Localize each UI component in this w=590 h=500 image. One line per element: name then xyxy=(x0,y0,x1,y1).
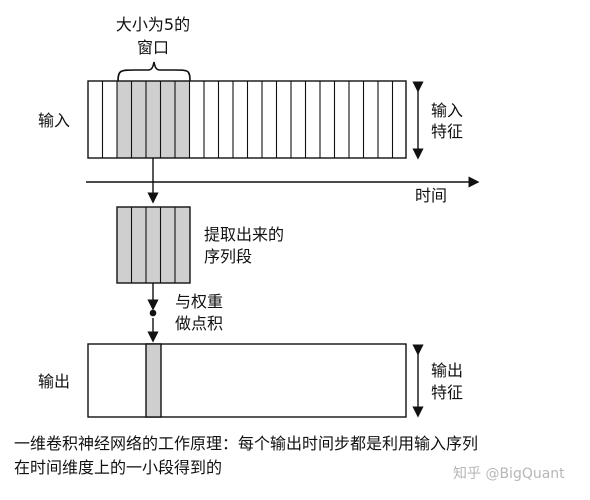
input-time-step-dividers xyxy=(101,81,394,158)
caption-line-1: 一维卷积神经网络的工作原理：每个输出时间步都是利用输入序列 xyxy=(14,434,479,453)
input-feature-label-line2: 特征 xyxy=(431,122,463,141)
extracted-label-line2: 序列段 xyxy=(204,247,252,266)
extracted-patch-dividers xyxy=(130,207,176,283)
input-label: 输入 xyxy=(38,111,70,130)
time-axis-label: 时间 xyxy=(415,186,447,205)
caption-line-2: 在时间维度上的一小段得到的 xyxy=(14,458,223,477)
extracted-patch xyxy=(116,206,191,284)
output-sequence-frame xyxy=(87,343,407,418)
window-label-line2: 窗口 xyxy=(137,38,169,57)
watermark: 知乎 @BigQuant xyxy=(453,466,565,482)
output-feature-label-line2: 特征 xyxy=(431,383,463,402)
extracted-patch-fill xyxy=(116,206,191,284)
figure-caption: 一维卷积神经网络的工作原理：每个输出时间步都是利用输入序列 在时间维度上的一小段… xyxy=(14,432,574,480)
dot-product-label-line2: 做点积 xyxy=(175,314,223,333)
dot-product-label-line1: 与权重 xyxy=(175,292,223,311)
dot-product-symbol xyxy=(149,309,157,317)
output-feature-label-line1: 输出 xyxy=(431,361,463,380)
input-window-highlight xyxy=(117,81,190,158)
output-time-step xyxy=(145,343,162,418)
window-label-line1: 大小为5的 xyxy=(116,15,190,34)
output-label: 输出 xyxy=(38,372,70,391)
input-sequence xyxy=(87,80,407,159)
input-feature-label-line1: 输入 xyxy=(431,101,463,120)
extracted-label-line1: 提取出来的 xyxy=(204,225,284,244)
window-brace xyxy=(117,61,191,82)
output-sequence xyxy=(87,343,407,418)
